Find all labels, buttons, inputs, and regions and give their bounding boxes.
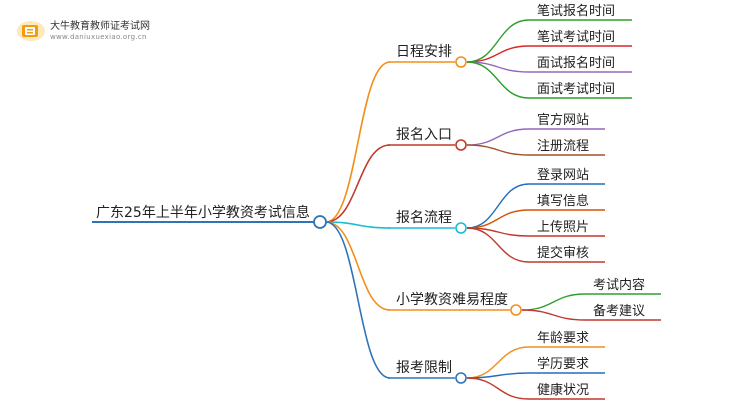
child-topic: 上传照片: [537, 220, 589, 235]
root-topic: 广东25年上半年小学教资考试信息: [96, 204, 310, 221]
branch-node-circle: [455, 139, 467, 151]
child-topic: 学历要求: [537, 356, 589, 372]
child-topic: 健康状况: [537, 382, 589, 398]
child-connector: [466, 45, 530, 63]
child-connector: [521, 309, 586, 321]
branch-topic: 报名入口: [396, 127, 452, 143]
branch-topic: 小学教资难易程度: [396, 292, 508, 308]
book-logo-icon: [16, 20, 46, 42]
child-topic: 注册流程: [537, 139, 589, 154]
branch-topic: 日程安排: [396, 44, 452, 60]
branch-topic: 报名流程: [396, 210, 452, 226]
child-topic: 面试报名时间: [537, 55, 615, 71]
branch-connector: [325, 221, 391, 379]
child-topic: 官方网站: [537, 112, 589, 128]
child-topic: 登录网站: [537, 168, 589, 183]
branch-connector: [325, 221, 391, 229]
child-topic: 笔试报名时间: [537, 3, 615, 19]
child-topic: 笔试考试时间: [537, 29, 615, 45]
child-topic: 年龄要求: [537, 331, 589, 346]
branch-connector: [325, 144, 391, 223]
child-topic: 面试考试时间: [537, 82, 615, 97]
root-node-circle: [313, 215, 327, 229]
child-connector: [466, 377, 530, 400]
child-connector: [466, 372, 530, 379]
branch-node-circle: [455, 372, 467, 384]
branch-node-circle: [455, 222, 467, 234]
branch-node-circle: [510, 304, 522, 316]
branch-connector: [325, 61, 391, 223]
branch-topic: 报考限制: [396, 360, 452, 376]
child-connector: [466, 128, 530, 146]
branch-connector: [325, 221, 391, 311]
child-topic: 提交审核: [537, 245, 589, 261]
child-connector: [466, 209, 530, 229]
site-logo[interactable]: 大牛教育教师证考试网 www.daniuxuexiao.org.cn: [16, 20, 150, 42]
child-connector: [466, 19, 530, 63]
child-topic: 填写信息: [537, 193, 589, 209]
child-connector: [466, 227, 530, 263]
child-connector: [521, 293, 586, 311]
logo-title: 大牛教育教师证考试网: [50, 21, 150, 33]
child-connector: [466, 144, 530, 156]
child-connector: [466, 183, 530, 229]
branch-node-circle: [455, 56, 467, 68]
logo-url: www.daniuxuexiao.org.cn: [50, 32, 147, 41]
child-topic: 考试内容: [593, 277, 645, 293]
child-connector: [466, 61, 530, 99]
child-topic: 备考建议: [593, 303, 645, 319]
